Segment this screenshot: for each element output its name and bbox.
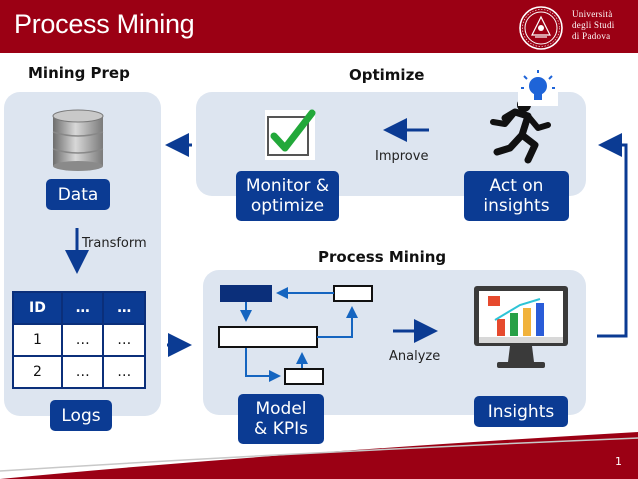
header-bar: Process Mining Università degli Studi di… — [0, 0, 638, 53]
optimize-title: Optimize — [349, 66, 425, 84]
table-cell: … — [60, 355, 105, 389]
footer-wave — [0, 432, 638, 479]
university-line: di Padova — [572, 31, 611, 41]
insights-label: Insights — [474, 396, 568, 427]
data-label: Data — [46, 179, 110, 210]
university-line: degli Studi — [572, 20, 615, 30]
process-mining-title: Process Mining — [318, 248, 447, 266]
table-cell: … — [102, 323, 146, 357]
improve-label: Improve — [375, 149, 429, 164]
monitor-optimize-label: Monitor & optimize — [236, 171, 339, 221]
event-log-table: ID … … 1 … … 2 … … — [12, 291, 146, 389]
act-on-insights-label: Act on insights — [464, 171, 569, 221]
table-header-cell: … — [102, 291, 146, 325]
page-number: 1 — [615, 455, 622, 468]
running-person-icon — [490, 98, 551, 164]
table-cell: 2 — [12, 355, 63, 389]
monitor-chart-icon — [474, 286, 568, 368]
university-name: Università degli Studi di Padova — [572, 9, 615, 42]
table-header-cell: … — [60, 291, 105, 325]
table-cell: … — [102, 355, 146, 389]
analyze-label: Analyze — [389, 349, 441, 364]
checkmark-icon — [265, 109, 316, 160]
logs-label: Logs — [50, 400, 112, 431]
mining-prep-title: Mining Prep — [28, 64, 130, 82]
university-line: Università — [572, 9, 613, 19]
table-header-row: ID … … — [12, 291, 146, 325]
table-header-cell: ID — [12, 291, 63, 325]
process-flow-icon — [218, 285, 373, 385]
arrow-feedback-loop — [597, 133, 628, 338]
lightbulb-icon — [518, 68, 558, 106]
table-row: 2 … … — [12, 355, 146, 389]
slide-title: Process Mining — [14, 9, 195, 39]
table-row: 1 … … — [12, 323, 146, 357]
model-kpis-label: Model & KPIs — [238, 394, 324, 444]
database-icon — [52, 109, 104, 171]
transform-label: Transform — [82, 236, 147, 251]
table-cell: 1 — [12, 323, 63, 357]
university-seal-icon — [519, 6, 563, 50]
table-cell: … — [60, 323, 105, 357]
